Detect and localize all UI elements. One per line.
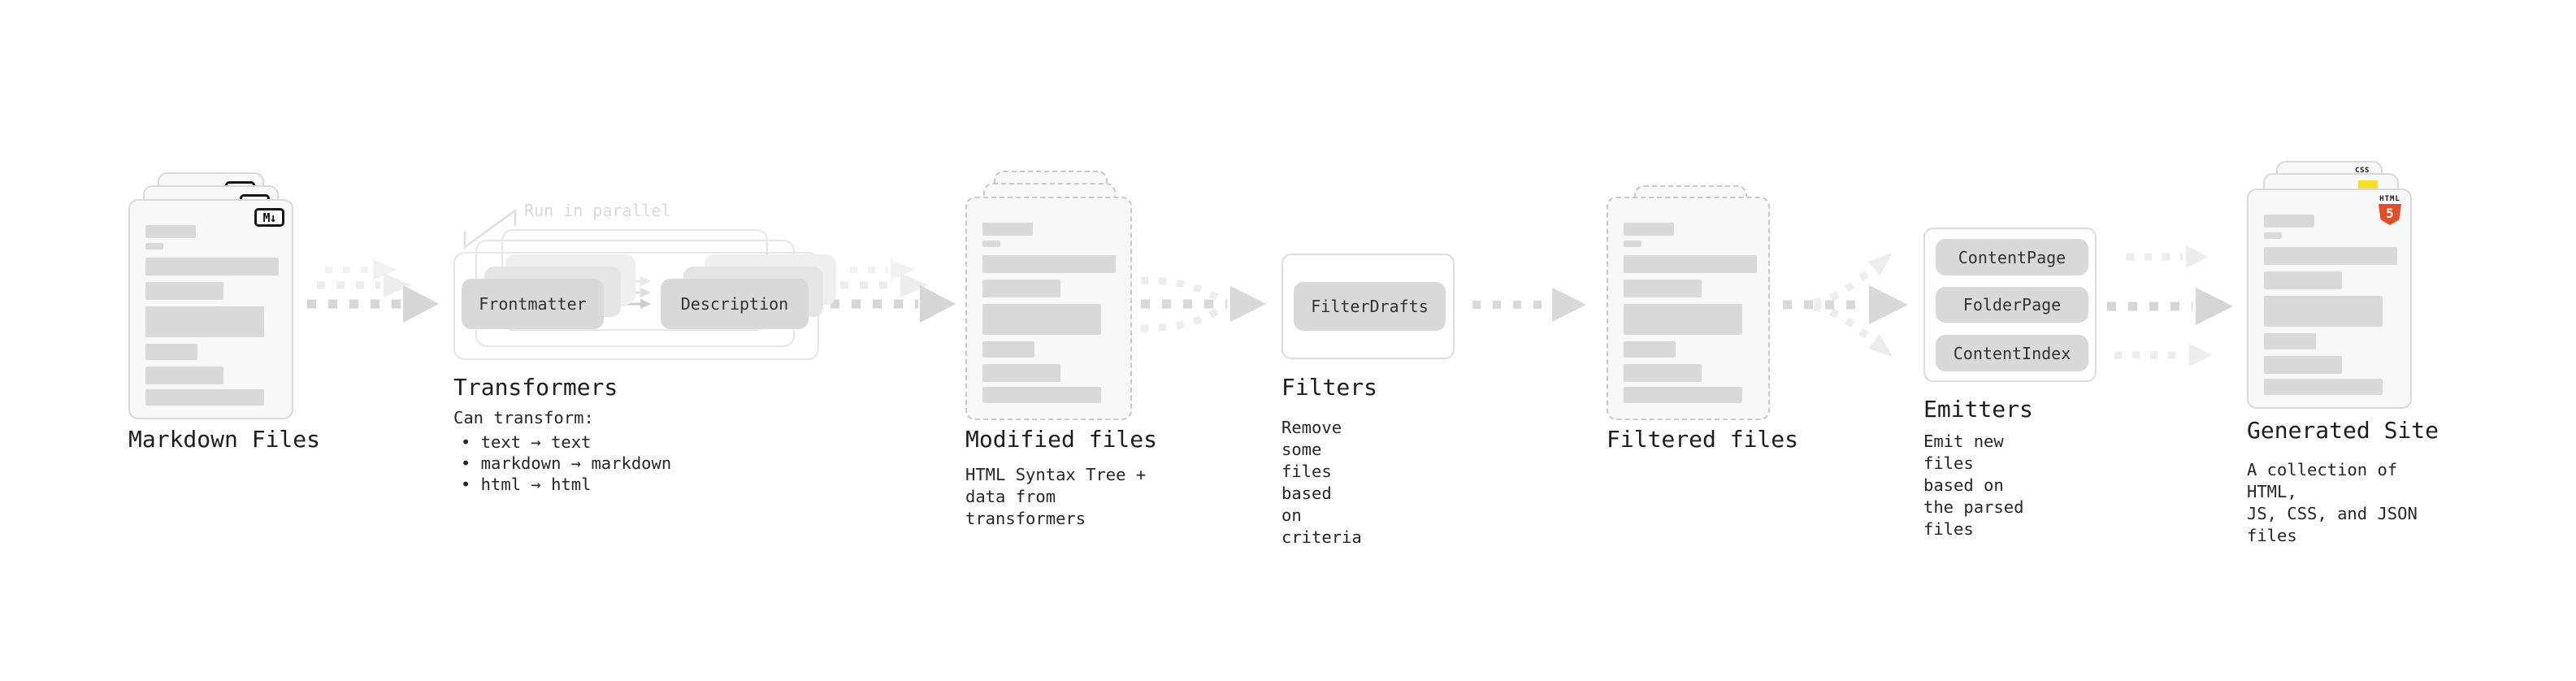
placeholder-bar: [145, 258, 279, 275]
parallel-annotation: Run in parallel: [524, 201, 671, 220]
placeholder-bar: [145, 243, 163, 249]
stage-title: Filtered files: [1607, 426, 1799, 453]
placeholder-bar: [145, 344, 197, 360]
placeholder-bar: [1624, 280, 1702, 297]
placeholder-bar: [1624, 223, 1674, 236]
transform-bullet: • html → html: [461, 475, 592, 494]
file-card-front: [965, 197, 1132, 420]
transform-bullet: • markdown → markdown: [461, 453, 672, 473]
stage-title: Transformers: [453, 374, 618, 401]
arrow-transformers-to-modified: [830, 259, 956, 323]
placeholder-bar: [145, 282, 223, 300]
placeholder-bar: [2264, 333, 2316, 349]
placeholder-bar: [145, 389, 264, 406]
stage-title: Markdown Files: [128, 426, 321, 453]
placeholder-bar: [2264, 296, 2383, 327]
placeholder-bar: [1624, 387, 1742, 403]
arrow-emitters-to-generated: [2107, 245, 2233, 367]
placeholder-bar: [982, 364, 1060, 382]
arrow-modified-to-filters-merge: [1140, 276, 1266, 332]
stage-title: Filters: [1281, 374, 1378, 401]
placeholder-bar: [2264, 356, 2342, 374]
placeholder-bar: [982, 241, 1000, 247]
filters-box: FilterDrafts: [1281, 254, 1455, 359]
placeholder-bar: [982, 341, 1034, 358]
placeholder-bar: [2264, 232, 2282, 239]
pill-contentindex: ContentIndex: [1936, 335, 2088, 371]
markdown-icon: M↓: [254, 208, 284, 227]
placeholder-bar: [1624, 255, 1757, 273]
file-card-front: [1607, 197, 1770, 420]
placeholder-bar: [145, 306, 264, 337]
placeholder-bar: [982, 255, 1116, 273]
stage-description: HTML Syntax Tree + data from transformer…: [965, 465, 1147, 528]
stage-description: Can transform:: [453, 408, 594, 427]
pill-frontmatter: Frontmatter: [462, 279, 604, 329]
pill-filterdrafts: FilterDrafts: [1294, 282, 1446, 331]
placeholder-bar: [2264, 271, 2342, 289]
placeholder-bar: [1624, 304, 1742, 335]
placeholder-bar: [1624, 341, 1676, 358]
file-card-front: M↓: [128, 199, 293, 419]
arrow-filtered-to-emitters-split: [1783, 253, 1908, 357]
stage-description: A collection of HTML, JS, CSS, and JSON …: [2247, 460, 2418, 545]
placeholder-bar: [145, 225, 196, 238]
placeholder-bar: [1624, 241, 1641, 247]
stage-title: Generated Site: [2247, 417, 2439, 444]
pill-description: Description: [661, 279, 809, 329]
placeholder-bar: [1624, 364, 1702, 382]
stage-title: Emitters: [1923, 396, 2033, 423]
placeholder-bar: [2264, 215, 2314, 228]
arrow-markdown-to-transformers: [307, 259, 439, 323]
stage-description: Emit new files based on the parsed files: [1923, 432, 2024, 539]
placeholder-bar: [2264, 247, 2397, 265]
pill-folderpage: FolderPage: [1936, 287, 2088, 323]
placeholder-bar: [2264, 379, 2383, 395]
stage-description: Remove some files based on criteria: [1281, 418, 1362, 547]
pill-contentpage: ContentPage: [1936, 239, 2088, 275]
html5-icon: HTML 5: [2378, 195, 2402, 225]
emitters-box: ContentPage FolderPage ContentIndex: [1923, 228, 2097, 382]
placeholder-bar: [982, 280, 1060, 297]
arrow-filters-to-filtered: [1472, 288, 1586, 322]
placeholder-bar: [982, 304, 1101, 335]
placeholder-bar: [145, 367, 223, 384]
file-card-front: HTML 5: [2247, 189, 2412, 409]
placeholder-bar: [982, 223, 1033, 236]
stage-title: Modified files: [965, 426, 1158, 453]
transform-bullet: • text → text: [461, 432, 592, 452]
placeholder-bar: [982, 387, 1101, 403]
